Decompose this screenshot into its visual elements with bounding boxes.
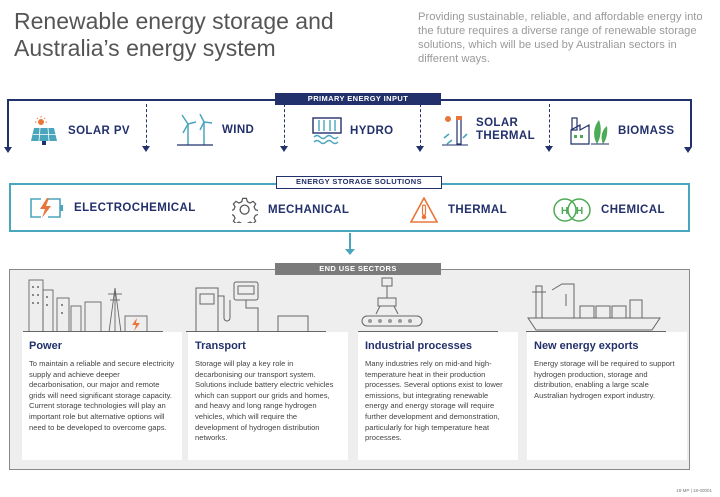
sector-text: Energy storage will be required to suppo…	[534, 359, 675, 400]
source-solar-pv: SOLAR PV	[30, 116, 130, 146]
storage-label: ELECTROCHEMICAL	[74, 202, 196, 214]
thermometer-icon	[409, 196, 439, 223]
divider	[146, 104, 147, 148]
wind-turbine-icon	[176, 113, 214, 146]
storage-label: THERMAL	[448, 204, 508, 216]
connector-line	[349, 233, 351, 251]
city-power-icon	[23, 276, 163, 333]
divider	[549, 104, 550, 148]
intro-text: Providing sustainable, reliable, and aff…	[418, 11, 703, 65]
storage-chemical: H H CHEMICAL	[553, 197, 665, 223]
gear-icon	[230, 197, 260, 228]
end-use-sectors-label: END USE SECTORS	[275, 263, 441, 275]
footer-code: 18-MP | 18-00001	[676, 488, 712, 493]
sector-card-industrial: Industrial processes Many industries rel…	[358, 332, 518, 460]
primary-input-label: PRIMARY ENERGY INPUT	[275, 93, 441, 105]
arrow-down-icon	[142, 146, 150, 152]
source-biomass: BIOMASS	[570, 116, 674, 146]
sector-card-power: Power To maintain a reliable and secure …	[22, 332, 182, 460]
arrow-down-icon	[545, 146, 553, 152]
source-label: SOLAR THERMAL	[476, 117, 536, 142]
divider	[420, 104, 421, 148]
arrow-down-icon	[280, 146, 288, 152]
storage-label: MECHANICAL	[268, 204, 350, 216]
source-hydro: HYDRO	[312, 116, 394, 146]
arrow-down-icon	[416, 146, 424, 152]
robot-arm-icon	[358, 276, 498, 332]
source-solar-thermal: SOLAR THERMAL	[442, 114, 535, 146]
sector-card-exports: New energy exports Energy storage will b…	[527, 332, 687, 460]
battery-icon	[30, 198, 64, 218]
dam-icon	[312, 116, 342, 146]
storage-solutions-label: ENERGY STORAGE SOLUTIONS	[276, 176, 442, 189]
source-wind: WIND	[176, 113, 255, 146]
solar-tower-icon	[442, 114, 468, 146]
hydrogen-molecule-icon: H H	[553, 197, 591, 223]
arrow-down-icon	[4, 147, 12, 153]
arrow-down-icon	[684, 147, 692, 153]
sector-title: New energy exports	[534, 340, 639, 352]
storage-mechanical: MECHANICAL	[230, 197, 350, 228]
fuel-pump-icon	[186, 276, 326, 333]
page-title: Renewable energy storage and Australia’s…	[14, 8, 334, 61]
source-label: BIOMASS	[618, 124, 675, 137]
storage-label: CHEMICAL	[601, 204, 665, 216]
source-label: HYDRO	[350, 124, 394, 137]
source-label: WIND	[222, 123, 255, 136]
sector-title: Transport	[195, 340, 246, 352]
sector-title: Industrial processes	[365, 340, 472, 352]
arrow-down-icon	[345, 249, 355, 255]
svg-text:H: H	[561, 206, 569, 217]
storage-electrochemical: ELECTROCHEMICAL	[30, 198, 196, 218]
sector-text: To maintain a reliable and secure electr…	[29, 359, 175, 432]
sector-text: Storage will play a key role in decarbon…	[195, 359, 334, 443]
solar-panel-icon	[30, 116, 60, 146]
svg-text:H: H	[576, 206, 584, 217]
sector-card-transport: Transport Storage will play a key role i…	[188, 332, 348, 460]
sector-text: Many industries rely on mid-and high-tem…	[365, 359, 503, 443]
divider	[284, 104, 285, 148]
storage-thermal: THERMAL	[409, 196, 508, 223]
sector-title: Power	[29, 340, 63, 352]
cargo-ship-icon	[526, 276, 666, 332]
biomass-icon	[570, 116, 610, 146]
source-label: SOLAR PV	[68, 124, 130, 137]
